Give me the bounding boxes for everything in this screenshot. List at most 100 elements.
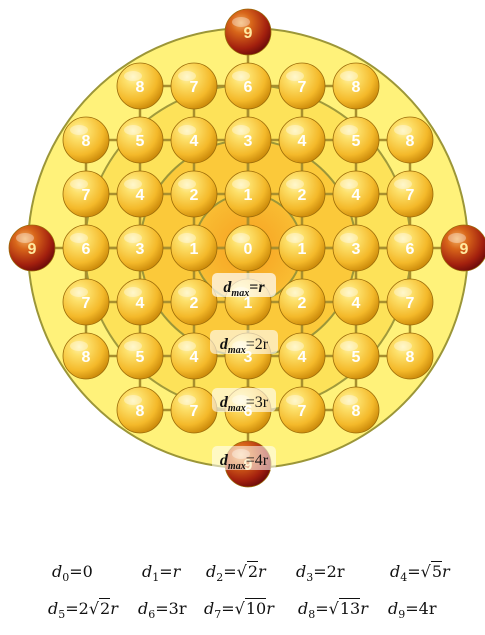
ball-label: 8 — [406, 349, 415, 366]
ball-d3: 3 — [225, 117, 271, 163]
ball-d5: 5 — [333, 333, 379, 379]
ball-label: 2 — [298, 295, 307, 312]
formula-d5: d5=2√2r — [48, 599, 118, 621]
ball-label: 8 — [136, 79, 145, 96]
ball-d2: 2 — [279, 279, 325, 325]
ball-d3: 3 — [117, 225, 163, 271]
ball-d8: 8 — [333, 387, 379, 433]
ball-d4: 4 — [117, 279, 163, 325]
ball-d4: 4 — [333, 279, 379, 325]
ball-label: 8 — [82, 133, 91, 150]
formula-d6: d6=3r — [138, 599, 186, 621]
ball-label: 9 — [28, 241, 37, 258]
sqrt-sign: √ — [329, 599, 339, 618]
ball-label: 4 — [298, 133, 307, 150]
sqrt-sign: √ — [89, 599, 99, 618]
ball-label: 9 — [460, 241, 469, 258]
ball-label: 4 — [190, 349, 199, 366]
dmax-label-r: dmax=r — [212, 273, 276, 299]
ball-label: 1 — [244, 187, 253, 204]
ball-label: 8 — [352, 403, 361, 420]
ball-label: 7 — [82, 295, 91, 312]
formula-d3: d3=2r — [296, 562, 344, 584]
ball-d8: 8 — [333, 63, 379, 109]
sqrt-sign: √ — [421, 562, 431, 581]
formula-d7: d7=√10r — [204, 599, 274, 621]
ball-label: 8 — [136, 403, 145, 420]
ball-d6: 6 — [225, 63, 271, 109]
ball-d7: 7 — [63, 279, 109, 325]
ball-label: 2 — [298, 187, 307, 204]
ball-d7: 7 — [171, 63, 217, 109]
ball-d7: 7 — [387, 171, 433, 217]
ball-d5: 5 — [117, 333, 163, 379]
ball-label: 7 — [406, 187, 415, 204]
ball-d3: 3 — [333, 225, 379, 271]
ball-d4: 4 — [117, 171, 163, 217]
ball-label: 0 — [244, 241, 253, 258]
formula-d1: d1=r — [142, 562, 180, 584]
ball-d5: 5 — [117, 117, 163, 163]
ball-label: 7 — [298, 79, 307, 96]
ball-d2: 2 — [279, 171, 325, 217]
formula-d0: d0=0 — [52, 562, 93, 584]
ball-label: 4 — [352, 187, 361, 204]
ball-d8: 8 — [117, 63, 163, 109]
ball-label: 3 — [136, 241, 145, 258]
ball-d9: 9 — [441, 225, 485, 271]
ball-d9: 9 — [225, 9, 271, 55]
ball-d1: 1 — [279, 225, 325, 271]
ball-d8: 8 — [387, 333, 433, 379]
ball-d1: 1 — [225, 171, 271, 217]
ball-label: 4 — [298, 349, 307, 366]
ball-label: 5 — [136, 133, 145, 150]
formula-row-2: d5=2√2r d6=3r d7=√10r d8=√13r d9=4r — [0, 599, 485, 635]
ball-label: 3 — [352, 241, 361, 258]
ball-label: 1 — [298, 241, 307, 258]
formula-d9: d9=4r — [388, 599, 436, 621]
ball-d8: 8 — [117, 387, 163, 433]
ball-label: 6 — [406, 241, 415, 258]
ball-d8: 8 — [63, 333, 109, 379]
ball-d7: 7 — [171, 387, 217, 433]
ball-label: 6 — [244, 79, 253, 96]
ball-d2: 2 — [171, 171, 217, 217]
ball-label: 7 — [190, 403, 199, 420]
ball-label: 2 — [190, 187, 199, 204]
ball-label: 5 — [352, 349, 361, 366]
ball-d0: 0 — [225, 225, 271, 271]
ball-label: 7 — [298, 403, 307, 420]
ball-label: 7 — [406, 295, 415, 312]
ball-label: 6 — [82, 241, 91, 258]
ball-label: 8 — [82, 349, 91, 366]
formula-row-1: d0=0 d1=r d2=√2r d3=2r d4=√5r — [0, 562, 485, 598]
ball-d9: 9 — [9, 225, 55, 271]
ball-label: 5 — [352, 133, 361, 150]
ball-d7: 7 — [63, 171, 109, 217]
ball-label: 9 — [244, 25, 253, 42]
ball-d1: 1 — [171, 225, 217, 271]
ball-d4: 4 — [333, 171, 379, 217]
ball-d8: 8 — [387, 117, 433, 163]
dmax-label-4r: dmax=4r — [212, 446, 276, 472]
ball-d4: 4 — [279, 333, 325, 379]
formula-d2: d2=√2r — [206, 562, 266, 584]
ball-label: 4 — [190, 133, 199, 150]
distance-formulas: d0=0 d1=r d2=√2r d3=2r d4=√5r d5=2√2r d6… — [0, 505, 485, 629]
ball-d6: 6 — [387, 225, 433, 271]
ball-d6: 6 — [63, 225, 109, 271]
ball-label: 3 — [244, 133, 253, 150]
formula-d8: d8=√13r — [298, 599, 368, 621]
ball-label: 4 — [136, 295, 145, 312]
ball-label: 1 — [190, 241, 199, 258]
dmax-label-3r: dmax=3r — [212, 388, 276, 414]
formula-d4: d4=√5r — [390, 562, 450, 584]
ball-d7: 7 — [279, 63, 325, 109]
ball-d7: 7 — [387, 279, 433, 325]
ball-d4: 4 — [279, 117, 325, 163]
ball-label: 2 — [190, 295, 199, 312]
ball-d4: 4 — [171, 117, 217, 163]
sqrt-sign: √ — [235, 599, 245, 618]
ball-d2: 2 — [171, 279, 217, 325]
